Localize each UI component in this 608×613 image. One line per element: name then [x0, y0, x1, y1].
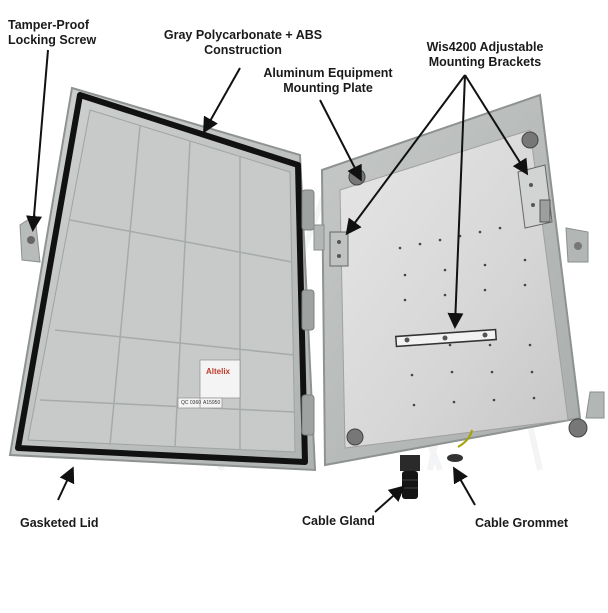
- arrow-gasketed-lid: [57, 466, 75, 501]
- label-tamper-screw-line1: Tamper-Proof: [8, 18, 90, 32]
- gasketed-lid: [8, 86, 317, 472]
- label-brackets: Wis4200 Adjustable Mounting Brackets: [410, 40, 560, 70]
- arrow-cable-grommet: [453, 466, 476, 506]
- label-cable-grommet: Cable Grommet: [475, 516, 569, 530]
- label-gasketed-lid: Gasketed Lid: [20, 516, 99, 530]
- label-construction-line1: Gray Polycarbonate + ABS: [163, 28, 323, 42]
- arrow-tamper-screw: [26, 49, 49, 232]
- arrow-bracket-left: [345, 74, 466, 236]
- label-mounting-plate-line2: Mounting Plate: [283, 81, 373, 95]
- product-sticker: [177, 359, 241, 409]
- cable-gland: [400, 455, 420, 499]
- plate-hole-pattern: [398, 226, 536, 407]
- cable-grommet: [447, 429, 473, 462]
- arrow-bracket-right: [464, 74, 529, 176]
- label-tamper-screw-line2: Locking Screw: [8, 33, 97, 47]
- arrow-construction: [203, 67, 241, 134]
- sticker-code-left: QC 0360: [181, 400, 202, 406]
- arrow-mounting-plate: [319, 99, 362, 182]
- label-mounting-plate-line1: Aluminum Equipment: [263, 66, 393, 80]
- sticker-brand: Altelix: [206, 367, 231, 376]
- sticker-code-right: A15950: [203, 400, 221, 406]
- arrow-cable-gland: [374, 485, 405, 513]
- label-construction: Gray Polycarbonate + ABS Construction: [158, 28, 328, 58]
- arrow-center-rail: [447, 74, 466, 329]
- aluminum-mounting-plate: [329, 129, 588, 449]
- mounting-bracket-left: [329, 231, 349, 267]
- label-tamper-screw: Tamper-Proof Locking Screw: [8, 18, 96, 48]
- mounting-bracket-right: [517, 164, 553, 229]
- callout-arrows: [26, 49, 529, 513]
- label-cable-gland: Cable Gland: [302, 514, 375, 528]
- label-brackets-line1: Wis4200 Adjustable: [426, 40, 544, 54]
- label-construction-line2: Construction: [204, 43, 282, 57]
- label-brackets-line2: Mounting Brackets: [428, 55, 542, 69]
- label-mounting-plate: Aluminum Equipment Mounting Plate: [258, 66, 398, 96]
